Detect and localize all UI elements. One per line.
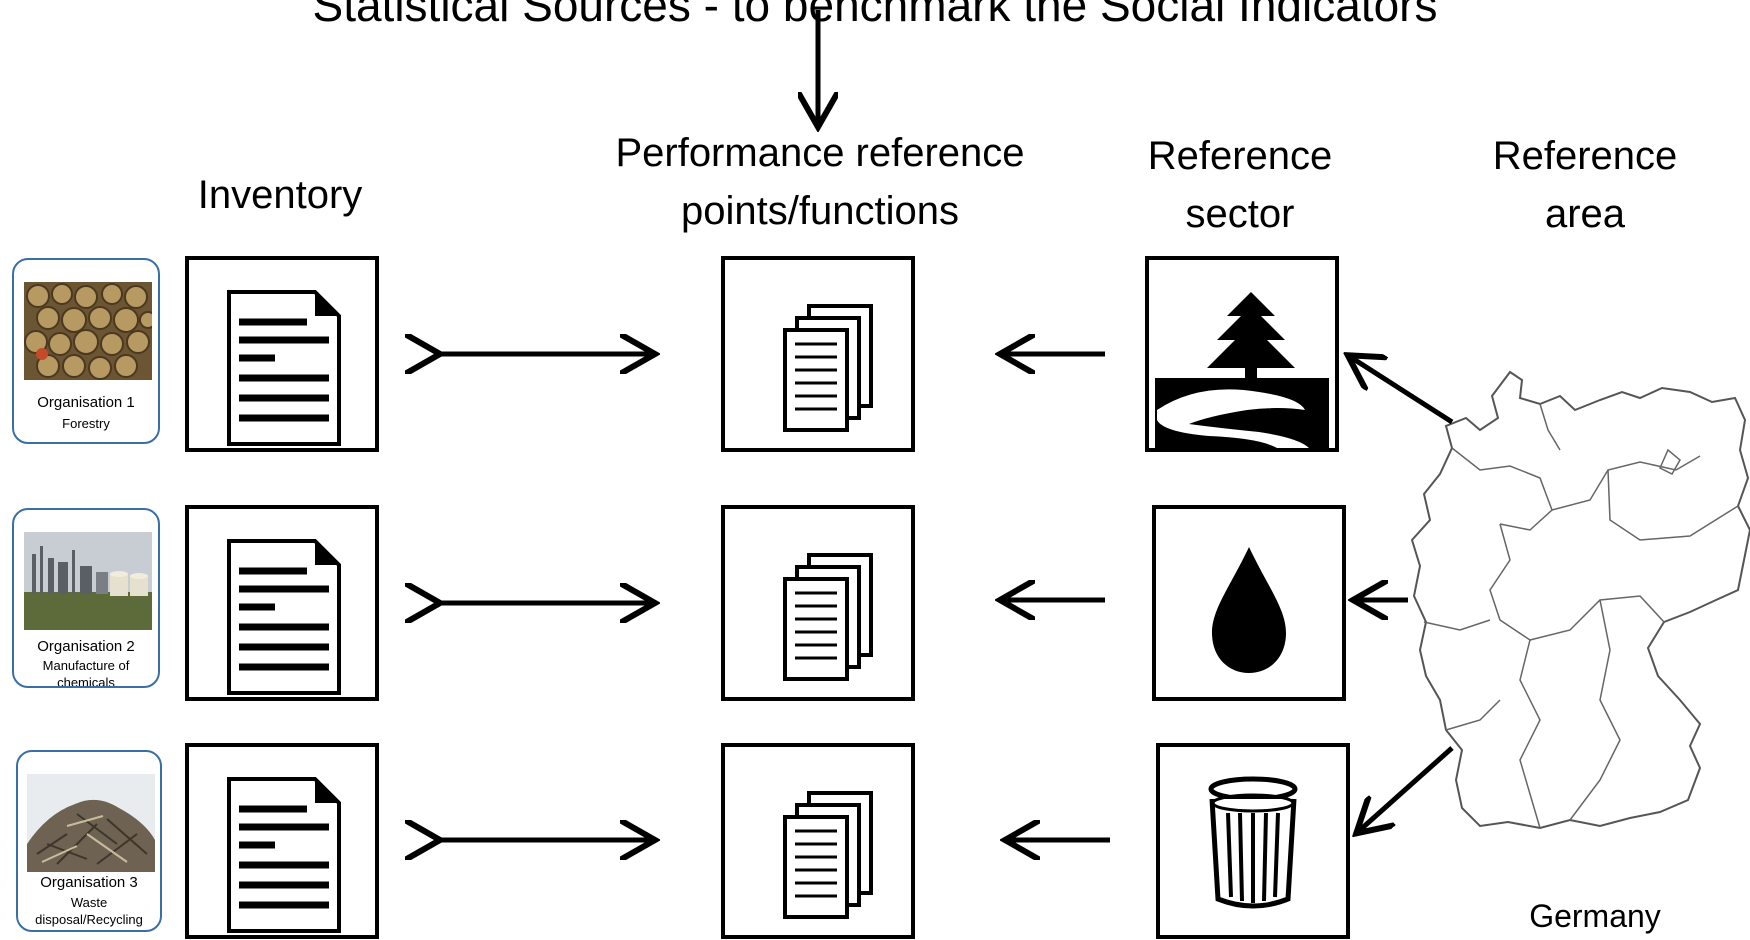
area-arrow-3	[1360, 746, 1454, 830]
organisation-card-2: Organisation 2 Manufacture of chemicals	[12, 508, 160, 688]
organisation-3-sector-line1: Waste	[70, 895, 108, 910]
forest-river-icon	[1155, 292, 1329, 448]
stacked-documents-icon	[783, 553, 873, 681]
performance-box-3	[721, 743, 915, 939]
sector-box-forestry	[1145, 256, 1339, 452]
organisation-card-3: Organisation 3 Waste disposal/Recycling	[16, 750, 162, 932]
stacked-documents-icon	[783, 304, 873, 432]
performance-box-1	[721, 256, 915, 452]
oil-drop-icon	[1212, 547, 1286, 673]
document-icon	[227, 777, 341, 933]
performance-header-line2: points/functions	[681, 189, 959, 233]
area-header-line2: area	[1544, 192, 1626, 236]
sector-box-chemicals	[1152, 505, 1346, 701]
sector-header-line2: sector	[1185, 192, 1295, 236]
top-banner-title: Statistical Sources - to benchmark the S…	[312, 0, 1438, 31]
performance-header-line1: Performance reference	[615, 131, 1025, 175]
organisation-1-name: Organisation 1	[37, 394, 135, 411]
organisation-3-sector-line2: disposal/Recycling	[35, 912, 143, 927]
stacked-documents-icon	[783, 791, 873, 919]
document-icon	[227, 290, 341, 446]
area-arrow-1	[1352, 358, 1454, 425]
waste-wood-photo	[27, 774, 155, 872]
performance-box-2	[721, 505, 915, 701]
organisation-3-name: Organisation 3	[40, 874, 138, 891]
germany-label: Germany	[1529, 898, 1661, 934]
inventory-box-2	[185, 505, 379, 701]
trash-bin-icon	[1208, 776, 1298, 909]
inventory-box-1	[185, 256, 379, 452]
sector-header-line1: Reference	[1147, 134, 1333, 178]
document-icon	[227, 539, 341, 695]
organisation-2-name: Organisation 2	[37, 638, 135, 655]
organisation-1-sector: Forestry	[62, 416, 110, 431]
organisation-card-1: Organisation 1 Forestry	[12, 258, 160, 444]
organisation-2-sector-line2: chemicals	[57, 675, 115, 688]
organisation-2-sector-line1: Manufacture of	[42, 658, 130, 673]
area-header-line1: Reference	[1492, 134, 1678, 178]
inventory-header: Inventory	[197, 173, 363, 217]
sector-box-waste	[1156, 743, 1350, 939]
logs-photo	[24, 282, 152, 380]
chemical-plant-photo	[24, 532, 152, 630]
